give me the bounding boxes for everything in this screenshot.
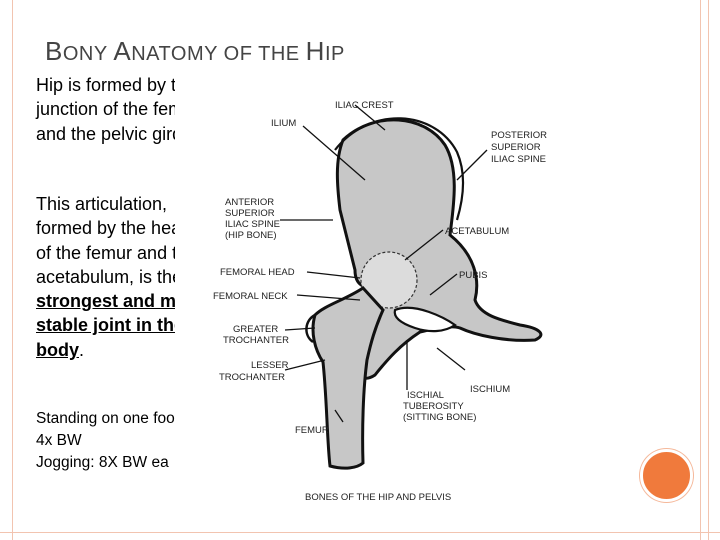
label-ischial-3: (SITTING BONE) — [403, 412, 476, 423]
label-anterior-3: ILIAC SPINE — [225, 219, 280, 230]
load-standing: Standing on one foot: 3x-4x BW — [36, 410, 210, 449]
label-posterior-1: POSTERIOR — [491, 130, 547, 141]
label-ilium: ILIUM — [271, 118, 296, 129]
label-posterior-3: ILIAC SPINE — [491, 154, 546, 165]
label-anterior-4: (HIP BONE) — [225, 230, 277, 241]
slide-title: BONY ANATOMY OF THE HIP — [45, 36, 345, 66]
label-femoral-head: FEMORAL HEAD — [220, 267, 295, 278]
frame-line-left — [12, 0, 13, 540]
label-femur: FEMUR — [295, 425, 329, 436]
accent-circle — [640, 449, 693, 502]
greater-trochanter-shape — [305, 313, 316, 344]
label-greater-2: TROCHANTER — [223, 335, 289, 346]
label-femoral-neck: FEMORAL NECK — [213, 291, 288, 302]
label-ischial-1: ISCHIAL — [407, 390, 444, 401]
label-anterior-1: ANTERIOR — [225, 197, 274, 208]
figure-caption: BONES OF THE HIP AND PELVIS — [305, 492, 451, 503]
frame-line-right-outer — [708, 0, 709, 540]
load-jogging: Jogging: 8X BW ea — [36, 454, 169, 471]
ilium-shape — [335, 118, 543, 380]
label-acetabulum: ACETABULUM — [445, 226, 509, 237]
femoral-head-shape — [360, 251, 418, 309]
paragraph-articulation: This articulation, formed by the head of… — [36, 194, 204, 360]
hip-bone-illustration: ILIAC CREST ILIUM POSTERIOR SUPERIOR ILI… — [175, 70, 596, 522]
hip-diagram-svg: ILIAC CREST ILIUM POSTERIOR SUPERIOR ILI… — [213, 100, 547, 503]
iliac-crest-outline — [334, 117, 465, 221]
label-ischium: ISCHIUM — [470, 384, 510, 395]
label-lesser-1: LESSER — [251, 360, 289, 371]
obturator-foramen — [393, 306, 457, 333]
label-iliac-crest: ILIAC CREST — [335, 100, 394, 111]
paragraph-load: Standing on one foot: 3x-4x BW Jogging: … — [36, 408, 211, 474]
frame-line-bottom — [0, 532, 720, 533]
label-posterior-2: SUPERIOR — [491, 142, 541, 153]
strongest-joint-emphasis: strongest and most stable joint in the b… — [36, 291, 204, 360]
label-anterior-2: SUPERIOR — [225, 208, 275, 219]
frame-line-right-inner — [700, 0, 701, 540]
label-ischial-2: TUBEROSITY — [403, 401, 464, 412]
leader-lines — [280, 104, 488, 423]
paragraph-hip-formed: Hip is formed by the junction of the fem… — [36, 75, 200, 144]
label-pubis: PUBIS — [459, 270, 488, 281]
label-greater-1: GREATER — [233, 324, 278, 335]
label-lesser-2: TROCHANTER — [219, 372, 285, 383]
